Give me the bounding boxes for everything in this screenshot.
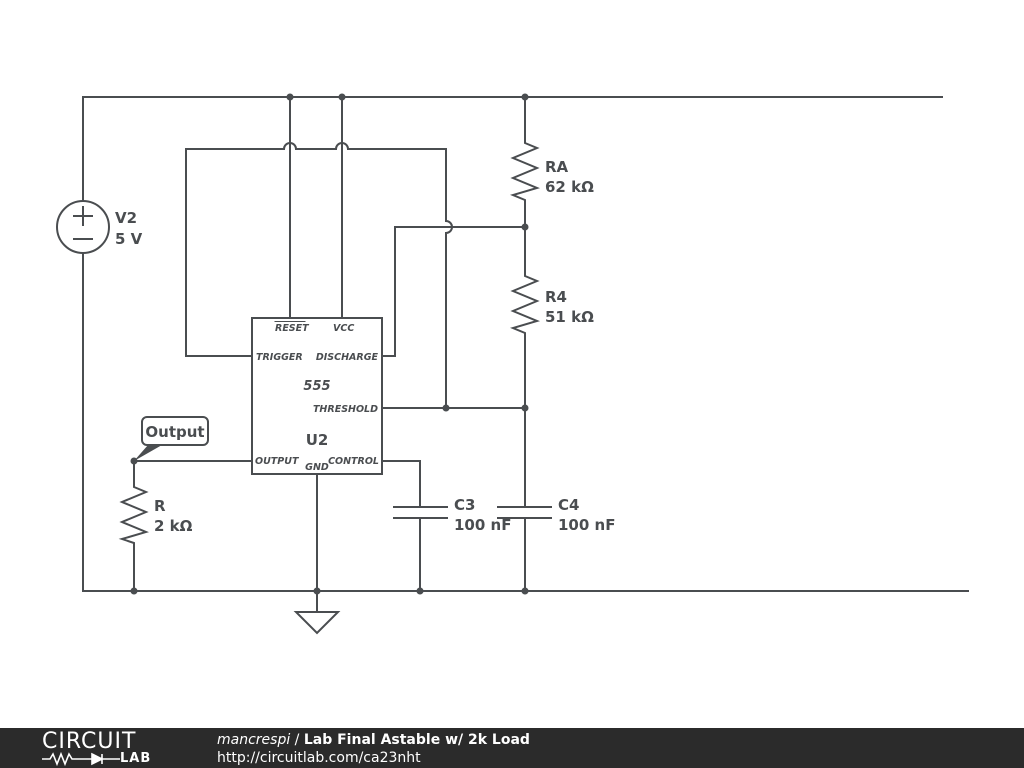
capacitor-c3[interactable] xyxy=(393,506,448,519)
circuitlab-logo[interactable]: CIRCUIT LAB xyxy=(42,730,182,766)
credit-separator: / xyxy=(290,732,304,748)
r-value: 2 kΩ xyxy=(154,517,193,535)
circuit-credit: mancrespi / Lab Final Astable w/ 2k Load xyxy=(217,731,530,749)
pin-reset: RESET xyxy=(275,323,310,334)
pin-gnd: GND xyxy=(305,462,329,473)
ground-symbol[interactable] xyxy=(293,611,341,635)
v2-value: 5 V xyxy=(115,230,143,248)
output-net-label[interactable]: Output xyxy=(134,416,209,461)
resistor-wave-icon xyxy=(42,752,120,766)
circuit-url[interactable]: http://circuitlab.com/ca23nht xyxy=(217,750,421,766)
logo-text-lab: LAB xyxy=(120,751,152,766)
footer-bar: CIRCUIT LAB mancrespi / Lab Final Astabl… xyxy=(0,728,1024,768)
ic-name: U2 xyxy=(306,431,329,449)
r4-name: R4 xyxy=(545,288,567,306)
pin-control: CONTROL xyxy=(328,456,379,467)
r-name: R xyxy=(154,497,166,515)
resistor-r4[interactable] xyxy=(510,226,540,409)
control-wire[interactable] xyxy=(381,460,421,592)
ra-value: 62 kΩ xyxy=(545,178,594,196)
net-label-text: Output xyxy=(145,423,204,441)
ic-part: 555 xyxy=(303,379,330,394)
c4-value: 100 nF xyxy=(558,516,615,534)
resistor-r[interactable] xyxy=(118,480,149,592)
resistor-ra[interactable] xyxy=(510,96,540,228)
c3-value: 100 nF xyxy=(454,516,511,534)
pin-threshold: THRESHOLD xyxy=(313,404,378,415)
c3-name: C3 xyxy=(454,496,475,514)
trigger-wire[interactable] xyxy=(185,142,453,409)
v2-name: V2 xyxy=(115,209,137,227)
junctions xyxy=(130,93,529,595)
pin-output: OUTPUT xyxy=(255,456,300,467)
r4-value: 51 kΩ xyxy=(545,308,594,326)
voltage-source-v2[interactable] xyxy=(56,96,110,592)
pin-trigger: TRIGGER xyxy=(256,352,303,363)
ra-name: RA xyxy=(545,158,569,176)
discharge-wire[interactable] xyxy=(381,226,526,357)
capacitor-c4[interactable] xyxy=(497,407,552,592)
pin-discharge: DISCHARGE xyxy=(316,352,379,363)
schematic-canvas[interactable]: V2 5 V R 2 kΩ RA 62 kΩ xyxy=(0,0,1024,728)
pin-vcc: VCC xyxy=(333,323,354,334)
circuit-title[interactable]: Lab Final Astable w/ 2k Load xyxy=(303,732,530,748)
c4-name: C4 xyxy=(558,496,579,514)
output-wire[interactable] xyxy=(133,460,253,482)
logo-text-circuit: CIRCUIT xyxy=(42,729,137,754)
ic-555-u2[interactable] xyxy=(251,317,383,475)
author-name[interactable]: mancrespi xyxy=(217,732,291,748)
